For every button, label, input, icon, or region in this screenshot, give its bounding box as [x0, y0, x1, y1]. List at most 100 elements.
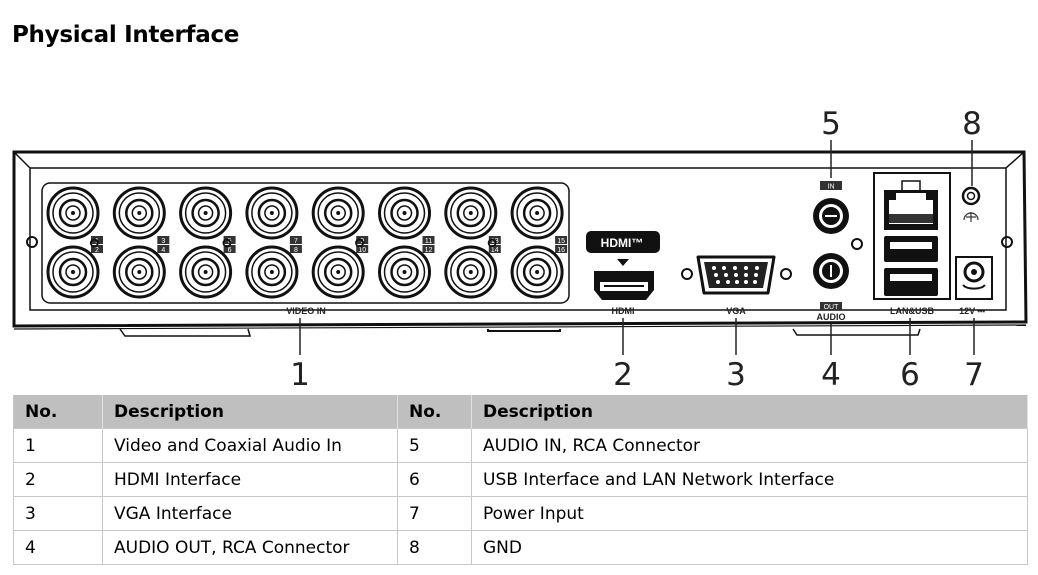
power-jack[interactable] [955, 256, 993, 300]
channel-badge [555, 245, 568, 253]
bnc-connector-12[interactable] [378, 245, 431, 299]
bnc-connector-14[interactable] [444, 245, 498, 299]
audio-out-rca[interactable] [813, 253, 849, 289]
cell-description: GND [471, 530, 1028, 565]
lan-usb-panel [873, 172, 951, 300]
screw-hole [851, 238, 863, 250]
bnc-connector-4[interactable] [112, 245, 166, 299]
cell-description: Power Input [471, 496, 1028, 531]
cell-no: 5 [397, 428, 472, 463]
channel-badge [356, 245, 369, 253]
bnc-connector-15[interactable] [510, 186, 564, 240]
channel-number: 15 [557, 238, 565, 245]
cell-description: AUDIO IN, RCA Connector [471, 428, 1028, 463]
indicator-hole [487, 238, 497, 248]
cell-no: 8 [397, 530, 472, 565]
bnc-connector-3[interactable] [112, 186, 166, 240]
svg-text:OUT: OUT [824, 304, 840, 311]
channel-number: 14 [491, 247, 499, 254]
header-description-b: Description [471, 395, 1028, 429]
cell-description: Video and Coaxial Audio In [102, 428, 398, 463]
callout-8: 8 [962, 106, 982, 142]
audio-out-badge [820, 302, 842, 310]
power-label: 12V ⎓ [959, 306, 986, 316]
header-no-b: No. [397, 395, 472, 429]
arrow-down-icon [617, 259, 629, 266]
table-row: 1 Video and Coaxial Audio In 5 AUDIO IN,… [13, 428, 1028, 463]
hdmi-label: HDMI [612, 306, 635, 316]
callout-3: 3 [726, 357, 746, 393]
chassis [12, 150, 1028, 337]
vga-port[interactable] [681, 255, 792, 295]
cell-description: AUDIO OUT, RCA Connector [102, 530, 398, 565]
audio-in-badge [820, 181, 842, 190]
usb-port-2[interactable] [884, 268, 938, 296]
bnc-connector-5[interactable] [179, 186, 233, 240]
bnc-connector-16[interactable] [510, 245, 564, 299]
channel-number: 6 [228, 247, 232, 254]
usb-port-1[interactable] [884, 236, 938, 262]
channel-badge [289, 236, 302, 244]
callout-1: 1 [290, 357, 310, 393]
header-description-a: Description [102, 395, 398, 429]
bnc-connector-8[interactable] [245, 245, 299, 299]
svg-text:IN: IN [828, 184, 835, 191]
cell-no: 4 [13, 530, 103, 565]
table-row: 3 VGA Interface 7 Power Input [13, 496, 1028, 531]
cell-description: VGA Interface [102, 496, 398, 531]
bnc-connector-9[interactable] [311, 186, 365, 240]
mount-hole-right [1001, 236, 1013, 248]
channel-badge [157, 245, 170, 253]
cell-no: 1 [13, 428, 103, 463]
bnc-connector-11[interactable] [378, 186, 431, 240]
vga-label: VGA [726, 306, 746, 316]
bnc-connector-10[interactable] [311, 245, 365, 299]
table-header-row: No. Description No. Description [13, 395, 1028, 429]
indicator-hole [222, 238, 232, 248]
callout-6: 6 [900, 357, 920, 393]
bnc-connector-1[interactable] [46, 186, 100, 240]
channel-badge [555, 236, 568, 244]
gnd-terminal[interactable] [961, 186, 981, 206]
channel-number: 7 [294, 238, 298, 245]
channel-number: 11 [425, 238, 432, 245]
channel-number: 3 [161, 238, 165, 245]
video-in-panel [41, 182, 570, 304]
bnc-connector-6[interactable] [179, 245, 233, 299]
lan-port[interactable] [884, 180, 938, 230]
channel-badge [289, 245, 302, 253]
callout-2: 2 [613, 357, 633, 393]
cell-no: 2 [13, 462, 103, 497]
channel-number: 10 [358, 247, 366, 254]
mount-hole-left [26, 236, 38, 248]
ground-icon [963, 212, 979, 222]
cell-no: 6 [397, 462, 472, 497]
channel-badge [422, 236, 435, 244]
channel-number: 12 [425, 247, 433, 254]
channel-badge [91, 245, 103, 253]
callout-5: 5 [821, 106, 841, 142]
indicator-hole [355, 238, 364, 248]
video-in-label: VIDEO IN [286, 306, 326, 316]
channel-badge [157, 236, 170, 244]
audio-in-rca[interactable] [813, 198, 849, 234]
cell-description: USB Interface and LAN Network Interface [471, 462, 1028, 497]
lan-usb-label: LAN&USB [890, 306, 934, 316]
cell-no: 3 [13, 496, 103, 531]
bnc-connector-2[interactable] [46, 245, 100, 299]
channel-badge [488, 245, 501, 253]
hdmi-logo: HDMI™ [601, 236, 644, 250]
bnc-connector-7[interactable] [245, 186, 299, 240]
hdmi-port[interactable]: HDMI™ [586, 231, 660, 300]
callout-lines [299, 140, 975, 355]
page-title: Physical Interface [12, 22, 240, 48]
callout-4: 4 [821, 357, 841, 393]
table-row: 2 HDMI Interface 6 USB Interface and LAN… [13, 462, 1028, 497]
channel-number: 2 [95, 247, 99, 254]
cell-description: HDMI Interface [102, 462, 398, 497]
bnc-connector-13[interactable] [444, 186, 498, 240]
table-row: 4 AUDIO OUT, RCA Connector 8 GND [13, 530, 1028, 565]
cell-no: 7 [397, 496, 472, 531]
